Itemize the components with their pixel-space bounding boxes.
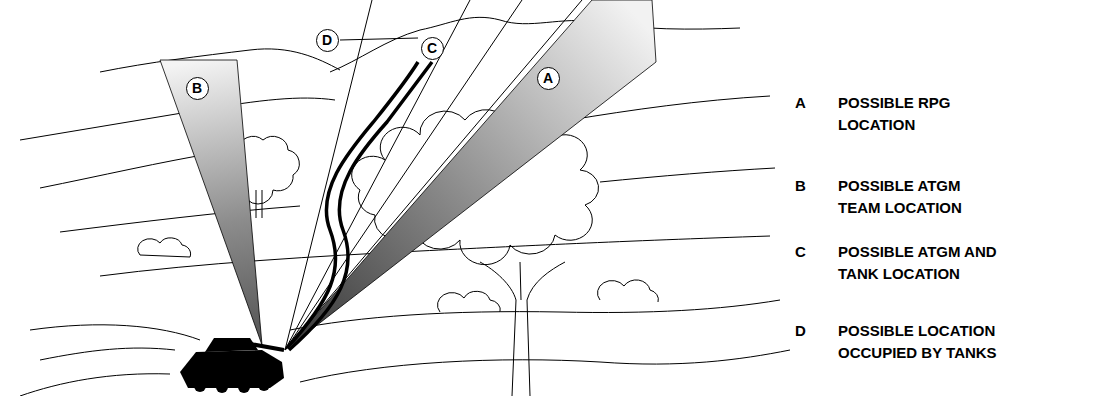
hill-line bbox=[40, 152, 220, 188]
sector-b bbox=[160, 60, 262, 345]
key-letter: D bbox=[795, 320, 806, 342]
sector-line bbox=[285, 0, 372, 350]
bush bbox=[597, 280, 658, 302]
bush bbox=[138, 238, 191, 257]
callout-letter: A bbox=[543, 71, 553, 85]
vehicle-wheel bbox=[194, 380, 206, 392]
vehicle-wheel bbox=[238, 381, 250, 393]
callout-letter: C bbox=[427, 41, 437, 55]
callout-circle: B bbox=[186, 77, 209, 100]
hill-lines bbox=[20, 17, 790, 396]
vehicle-gun bbox=[245, 343, 284, 350]
vehicle-silhouette bbox=[180, 338, 284, 393]
sector-line bbox=[285, 0, 522, 350]
callout-circle: A bbox=[537, 67, 560, 90]
sector-lines bbox=[285, 0, 582, 350]
hill-line bbox=[300, 350, 790, 382]
route-line bbox=[289, 62, 432, 350]
hill-line bbox=[290, 300, 780, 330]
key-letter: A bbox=[795, 92, 806, 114]
key-letter: C bbox=[795, 241, 806, 263]
tree-trunk bbox=[256, 190, 262, 218]
hill-line bbox=[600, 168, 775, 182]
hill-line bbox=[30, 325, 200, 340]
sector-line bbox=[285, 0, 470, 350]
sector-line bbox=[285, 0, 582, 350]
callout-circle: D bbox=[316, 29, 339, 52]
hill-line bbox=[60, 206, 300, 232]
key-letter: B bbox=[795, 175, 806, 197]
leader-line bbox=[340, 38, 418, 40]
hill-line bbox=[100, 236, 770, 276]
callout-circle: C bbox=[421, 37, 444, 60]
hill-line bbox=[40, 348, 175, 360]
key-description: POSSIBLE LOCATION OCCUPIED BY TANKS bbox=[838, 320, 1038, 364]
key-description: POSSIBLE ATGM AND TANK LOCATION bbox=[838, 241, 1028, 285]
approach-route bbox=[287, 62, 432, 350]
callout-letter: D bbox=[322, 33, 332, 47]
vehicle-wheel bbox=[216, 381, 228, 393]
hill-line bbox=[330, 17, 740, 72]
hill-line bbox=[20, 374, 170, 396]
vehicle-wheel bbox=[258, 379, 270, 391]
bush bbox=[437, 291, 500, 312]
key-description: POSSIBLE ATGM TEAM LOCATION bbox=[838, 175, 988, 219]
key-description: POSSIBLE RPG LOCATION bbox=[838, 92, 988, 136]
sector-a bbox=[285, 0, 656, 350]
callout-letter: B bbox=[192, 81, 202, 95]
tree-trunk bbox=[480, 262, 565, 396]
